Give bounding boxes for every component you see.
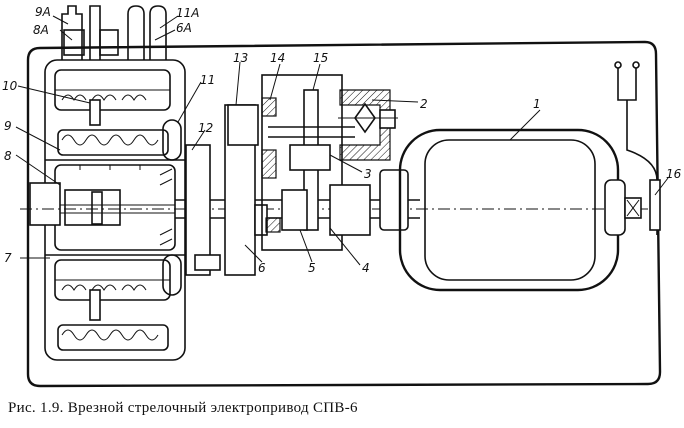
autoswitch-slide bbox=[185, 144, 211, 276]
label-6: 6 bbox=[258, 261, 266, 275]
label-15: 15 bbox=[313, 51, 328, 65]
label-14: 14 bbox=[270, 51, 285, 65]
label-11A: 11A bbox=[176, 6, 199, 20]
bottom-contact-group bbox=[54, 259, 171, 351]
label-13: 13 bbox=[233, 51, 248, 65]
slot-lower bbox=[162, 254, 182, 296]
reducer-unit bbox=[338, 89, 398, 161]
label-8A: 8A bbox=[33, 23, 49, 37]
leader-lines bbox=[15, 15, 669, 266]
label-1: 1 bbox=[533, 97, 541, 111]
wire-bundles bbox=[61, 5, 167, 60]
top-contact-group bbox=[54, 69, 171, 156]
label-3: 3 bbox=[364, 167, 372, 181]
terminal-lead bbox=[614, 61, 661, 235]
label-11: 11 bbox=[200, 73, 215, 87]
figure-caption: Рис. 1.9. Врезной стрелочный электроприв… bbox=[8, 400, 358, 416]
slot-upper bbox=[162, 119, 182, 161]
label-2: 2 bbox=[420, 97, 428, 111]
housing-outline bbox=[26, 40, 662, 388]
middle-contact-group bbox=[29, 164, 176, 251]
label-16: 16 bbox=[666, 167, 682, 181]
label-12: 12 bbox=[198, 121, 213, 135]
label-5: 5 bbox=[308, 261, 316, 275]
label-10: 10 bbox=[2, 79, 18, 93]
label-9A: 9A bbox=[35, 5, 51, 19]
label-6A: 6A bbox=[176, 21, 192, 35]
label-7: 7 bbox=[4, 251, 12, 265]
label-8: 8 bbox=[4, 149, 12, 163]
electric-motor bbox=[379, 128, 642, 292]
label-9: 9 bbox=[4, 119, 12, 133]
gearbox bbox=[261, 74, 371, 251]
label-4: 4 bbox=[362, 261, 370, 275]
